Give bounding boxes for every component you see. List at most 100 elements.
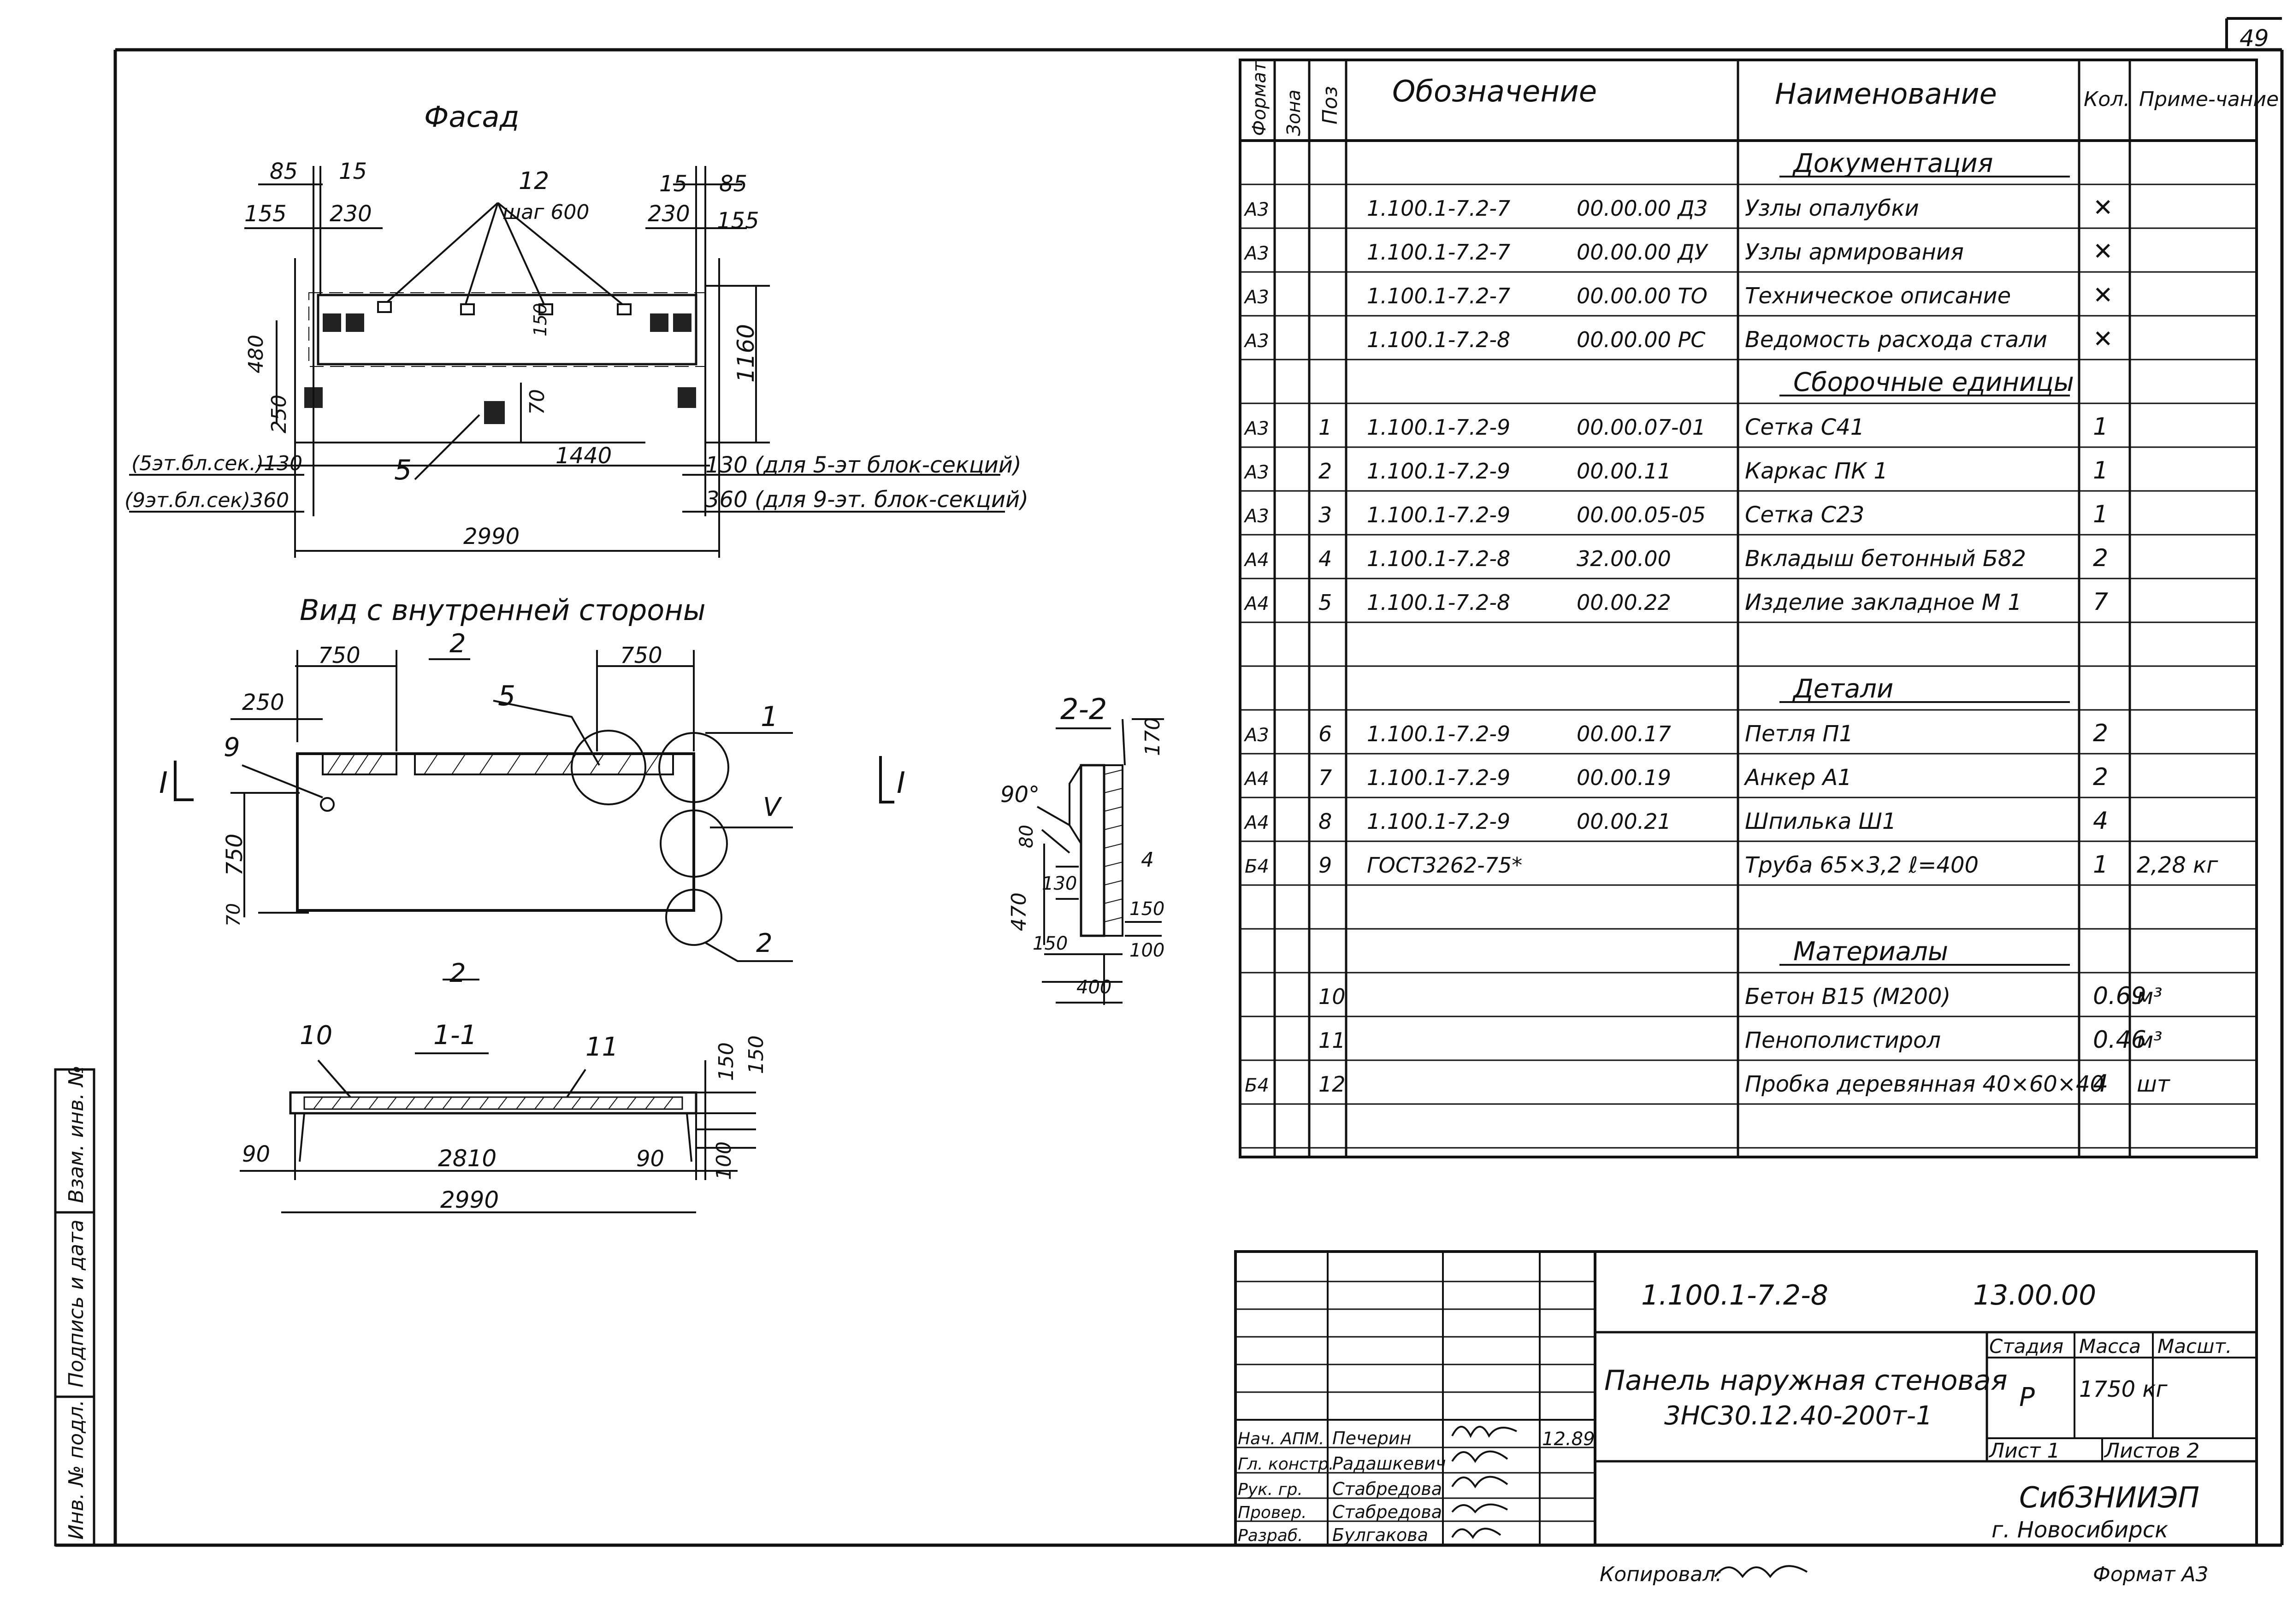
dim-155-right: 155: [717, 208, 759, 234]
cell-qty: ✕: [2093, 194, 2113, 222]
dim-750-a: 750: [318, 643, 360, 668]
dim-2810: 2810: [438, 1145, 496, 1172]
cell-name: Труба 65×3,2 ℓ=400: [1745, 852, 1979, 878]
callout-5: 5: [498, 680, 515, 712]
dim-170: 170: [1141, 717, 1164, 756]
callout-1: 1: [761, 701, 778, 733]
facade-view: Фасад 85 15 155 230 12 шаг 600 15 85 230…: [124, 100, 1028, 558]
dim-130: 130: [1042, 873, 1077, 894]
cell-format: А4: [1243, 593, 1269, 614]
stamp-podpis-data: Подпись и дата: [65, 1220, 88, 1388]
cell-designation-suffix: 00.00.00 ТО: [1577, 283, 1708, 308]
cell-qty: ✕: [2093, 325, 2113, 353]
title-block: 1.100.1-7.2-8 13.00.00 Панель наружная с…: [1234, 1250, 2258, 1547]
dim-85-left: 85: [270, 159, 298, 184]
cell-format: А4: [1243, 768, 1269, 790]
signer-name: Радашкевич: [1332, 1453, 1446, 1474]
cell-qty: 1: [2093, 413, 2108, 441]
dim-2990: 2990: [463, 524, 520, 549]
cell-name: Узлы опалубки: [1745, 195, 1919, 221]
dim-1160: 1160: [733, 324, 759, 383]
dim-15-left: 15: [339, 159, 367, 184]
cell-format: А3: [1243, 287, 1269, 308]
cell-pos: 1: [1318, 415, 1332, 440]
cell-designation-suffix: 00.00.00 РС: [1577, 327, 1705, 352]
cell-designation-code: 1.100.1-7.2-8: [1367, 327, 1510, 352]
dim-100: 100: [1129, 940, 1164, 961]
cell-designation-suffix: 00.00.17: [1577, 721, 1671, 746]
facade-title: Фасад: [424, 100, 519, 134]
cell-qty: ✕: [2093, 238, 2113, 266]
cell-pos: 2: [1318, 459, 1332, 484]
doc-suffix: 13.00.00: [1973, 1279, 2096, 1311]
cell-designation-code: 1.100.1-7.2-9: [1367, 765, 1510, 790]
cell-designation-code: 1.100.1-7.2-9: [1367, 809, 1510, 834]
stamp-inv-podl: Инв. № подл.: [65, 1400, 88, 1540]
embed-right-2: [673, 313, 691, 332]
section-2-2-title: 2-2: [1060, 692, 1107, 726]
dim-85-right: 85: [719, 171, 747, 197]
dim-230-left: 230: [330, 201, 372, 227]
cut-2-bottom: 2: [449, 958, 466, 988]
cell-pos: 11: [1318, 1028, 1346, 1053]
cell-format: А3: [1243, 331, 1269, 352]
cell-format: Б4: [1245, 1075, 1269, 1096]
cell-format: А3: [1243, 462, 1269, 483]
cell-pos: 3: [1318, 502, 1332, 527]
cell-designation-code: 1.100.1-7.2-8: [1367, 590, 1510, 615]
dim-480: 480: [244, 335, 268, 373]
cut-2-top: 2: [449, 629, 466, 659]
spec-row-lines: [1240, 183, 2257, 1149]
cell-format: А4: [1243, 549, 1269, 571]
cell-qty: 0.46: [2093, 1026, 2146, 1054]
cell-designation-code: 1.100.1-7.2-8: [1367, 546, 1510, 571]
cell-name: Пробка деревянная 40×60×40: [1745, 1071, 2104, 1097]
dim-750-b: 750: [620, 643, 662, 668]
cell-designation-code: ГОСТ3262-75*: [1367, 853, 1522, 878]
dim-100: 100: [712, 1141, 736, 1180]
dim-90-right: 90: [636, 1146, 664, 1172]
note-5et: (5эт.бл.сек.)130: [131, 452, 302, 475]
cell-qty: 1: [2093, 457, 2108, 484]
cell-note: м³: [2137, 984, 2162, 1010]
section-1-1-title: 1-1: [433, 1019, 477, 1051]
mass-value: 1750 кг: [2079, 1376, 2168, 1402]
cell-name: Изделие закладное М 1: [1745, 590, 2022, 615]
dim-400: 400: [1076, 977, 1111, 998]
stage-value: Р: [2019, 1382, 2035, 1412]
dim-2990: 2990: [440, 1187, 499, 1213]
cell-note: м³: [2137, 1028, 2162, 1053]
title-line1: Панель наружная стеновая: [1604, 1364, 2008, 1397]
cell-designation-code: 1.100.1-7.2-7: [1367, 196, 1510, 221]
cell-designation-code: 1.100.1-7.2-7: [1367, 283, 1510, 308]
dim-80: 80: [1016, 825, 1037, 848]
dim-70: 70: [526, 389, 549, 415]
cut-1-left: I: [159, 766, 168, 800]
cell-designation-suffix: 00.00.00 ДУ: [1577, 240, 1708, 265]
embed-left-1: [323, 313, 341, 332]
spec-section-heading: Детали: [1792, 674, 1893, 704]
cell-pos: 9: [1318, 853, 1332, 878]
cell-pos: 10: [1318, 984, 1346, 1009]
note-130: 130 (для 5-эт блок-секций): [705, 452, 1022, 478]
cell-name: Узлы армирования: [1745, 239, 1964, 265]
signer-role: Разраб.: [1238, 1526, 1303, 1545]
cell-qty: 2: [2093, 544, 2108, 572]
signer-role: Гл. констр.: [1238, 1455, 1334, 1474]
cell-name: Анкер А1: [1743, 765, 1852, 791]
dim-250: 250: [267, 395, 291, 433]
spec-section-heading: Сборочные единицы: [1793, 367, 2074, 397]
dim-470: 470: [1007, 892, 1031, 931]
dim-250: 250: [242, 690, 284, 715]
cell-note: шт: [2137, 1071, 2171, 1097]
dim-90-deg: 90°: [1000, 782, 1040, 808]
signer-name: Стабредова: [1332, 1479, 1442, 1499]
header-pos: Поз: [1318, 86, 1342, 124]
